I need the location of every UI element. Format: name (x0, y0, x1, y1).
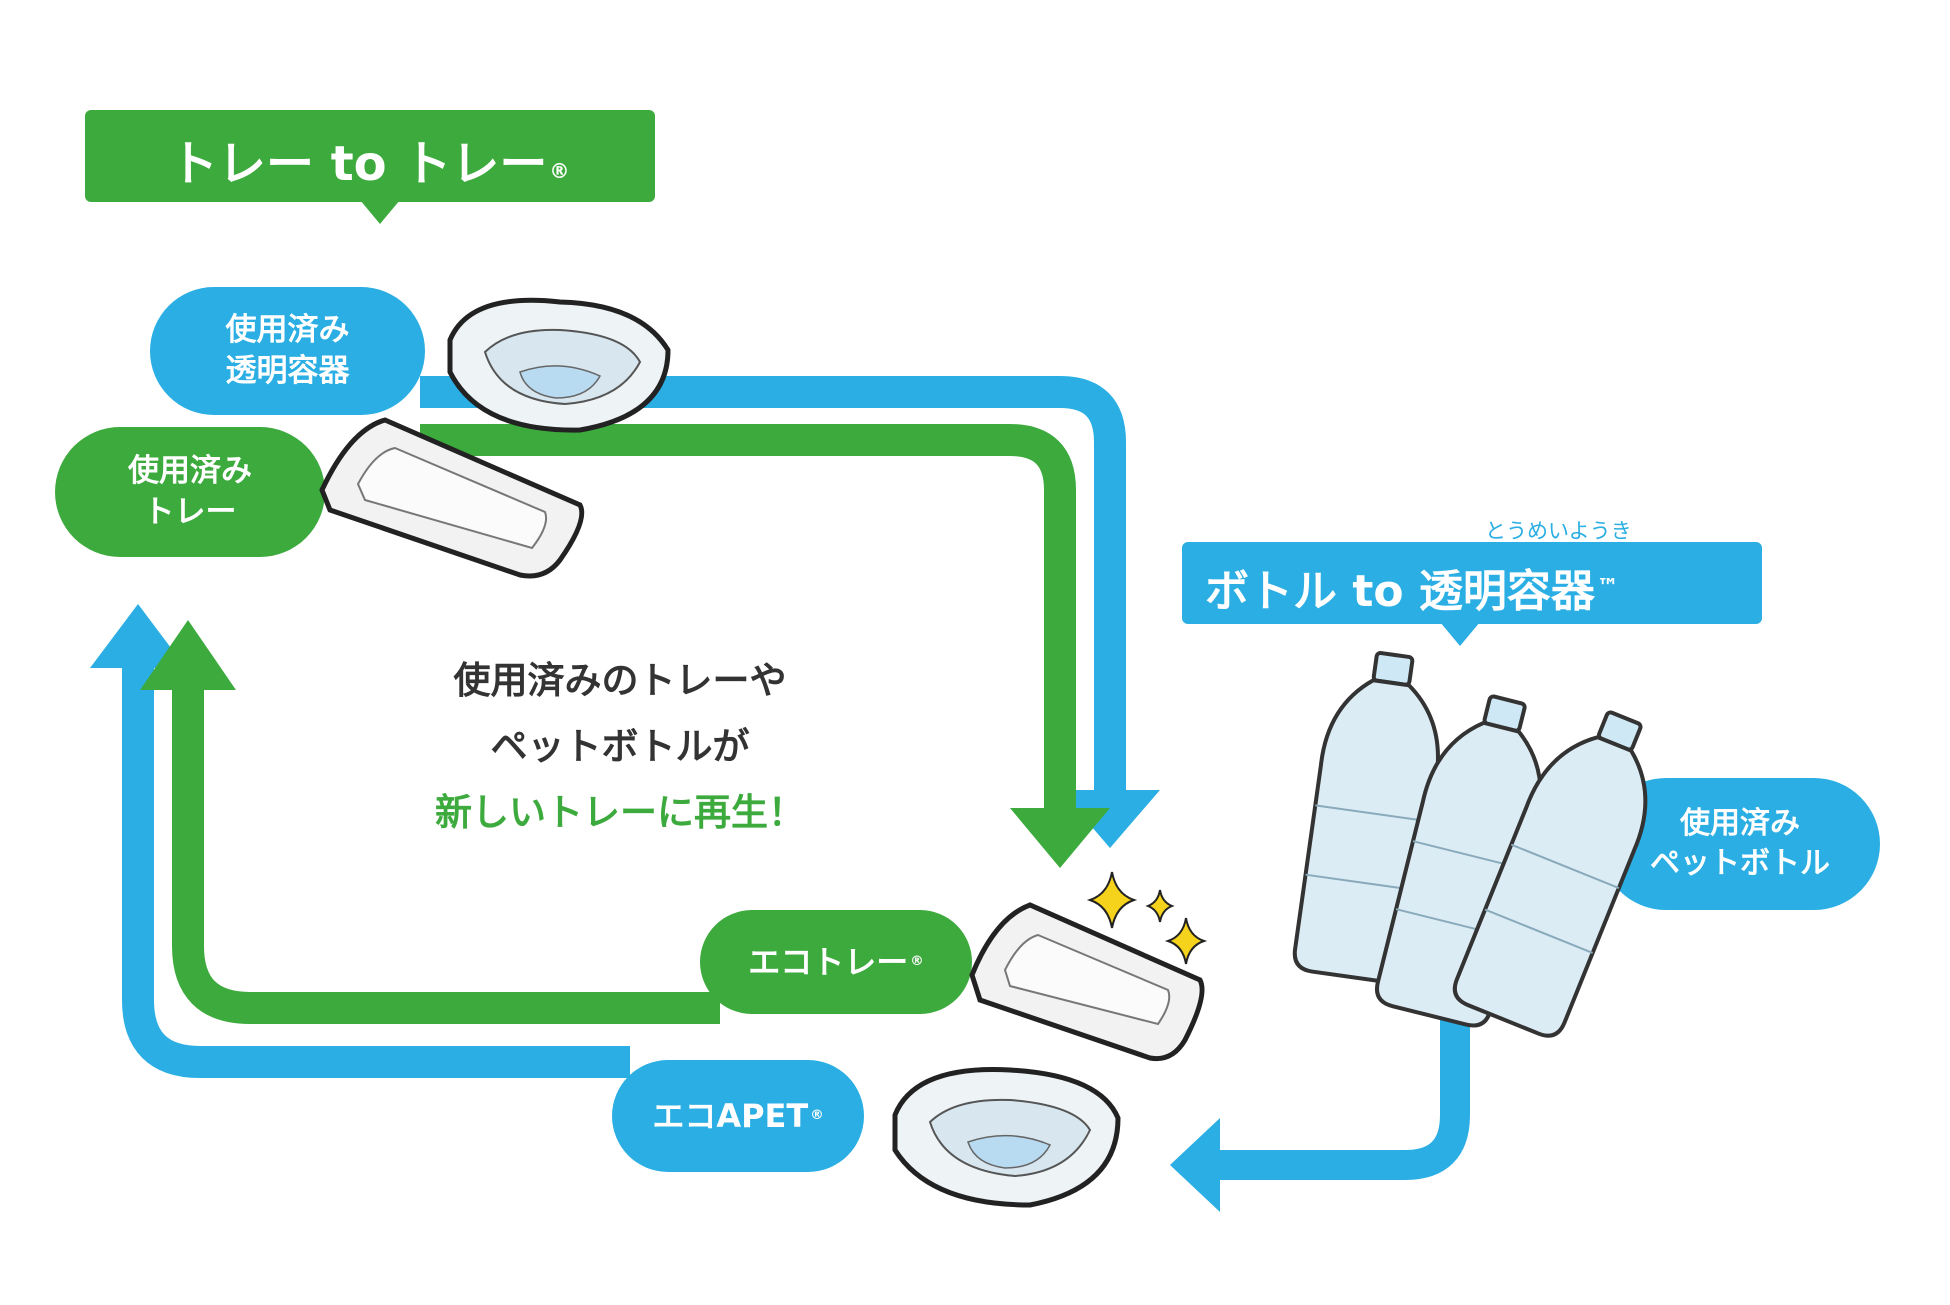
eco-tray-product-icon (969, 902, 1205, 1062)
eco-apet-bowl-icon (892, 1067, 1121, 1208)
green-arrow-head-up-icon (140, 620, 236, 690)
green-loop-return-path (172, 690, 720, 1024)
used-tray-pill-bg (55, 427, 325, 557)
tray-to-tray-callout-box (85, 110, 655, 202)
eco-tray-label: エコトレー® (748, 942, 924, 981)
registered-mark: ® (910, 954, 924, 970)
used-tray-label: 使用済み トレー (128, 453, 252, 530)
bottle-to-container-title: ボトル to 透明容器™ (1205, 566, 1619, 617)
used-bottle-label: 使用済み ペットボトル (1650, 806, 1830, 881)
blue-arrow-head-down-icon (1060, 790, 1160, 848)
tray-to-tray-callout-tail (360, 200, 400, 224)
used-container-pill-bg (150, 287, 425, 415)
tray-to-tray-title: トレー to トレー® (170, 136, 570, 192)
clear-bowl-icon (447, 297, 671, 433)
tray-icon (319, 417, 585, 579)
bottle-connector-arrow-head-icon (1170, 1118, 1220, 1212)
eco-apet-pill-bg (612, 1060, 864, 1172)
used-bottle-pill-bg (1600, 778, 1880, 910)
trademark-mark: ™ (1596, 574, 1619, 600)
center-message-line-3: 新しいトレーに再生！ (435, 791, 805, 834)
bottle-callout-box (1182, 542, 1762, 624)
used-container-label: 使用済み 透明容器 (225, 312, 350, 389)
sparkle-icon (1086, 871, 1208, 965)
bottle-callout-tail (1440, 622, 1480, 646)
center-message-line-2: ペットボトルが (490, 725, 750, 768)
center-message-line-1: 使用済みのトレーや (453, 659, 787, 702)
blue-loop-return-path (122, 668, 630, 1078)
registered-mark: ® (810, 1108, 824, 1124)
pet-bottle-icon (1292, 651, 1648, 1038)
blue-loop-arrow-path (420, 376, 1126, 790)
eco-tray-pill-bg (700, 910, 972, 1014)
green-loop-arrow-path (420, 424, 1076, 808)
center-message: 使用済みのトレーや ペットボトルが 新しいトレーに再生！ (360, 648, 880, 846)
eco-apet-label: エコAPET® (652, 1096, 824, 1135)
bottle-connector-arrow-path (1220, 940, 1470, 1180)
registered-mark: ® (549, 158, 570, 183)
bottle-callout-ruby: とうめいようき (1485, 519, 1632, 543)
blue-arrow-head-up-icon (90, 604, 186, 668)
green-arrow-head-down-icon (1010, 808, 1110, 868)
